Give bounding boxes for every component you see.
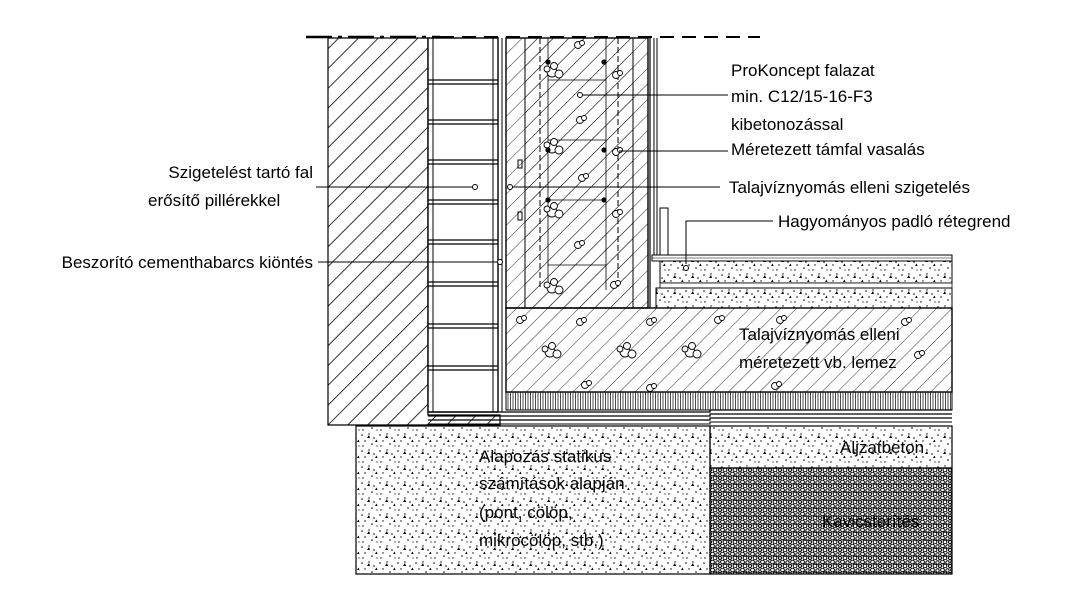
label-rebar: Méretezett támfal vasalás [731, 140, 925, 159]
support-brick-wall [427, 37, 499, 413]
label-wall-line-2: min. C12/15-16-F3 [731, 87, 873, 106]
floor-layer-build-up [651, 254, 953, 309]
label-support-wall-line-1: Szigetelést tartó fal [168, 163, 313, 182]
label-gravel-fill: Kavicsterítés [822, 512, 919, 531]
label-foundation-line-3: (pont, cölöp, [479, 503, 573, 522]
label-foundation-line-1: Alapozás statikus [479, 447, 611, 466]
label-wall-line-3: kibetonozással [731, 115, 843, 134]
label-slab-line-2: méretezett vb. lemez [739, 353, 897, 372]
label-foundation-line-2: számítások alapján [479, 474, 625, 493]
label-support-wall-line-2: erősítő pillérekkel [148, 191, 280, 210]
gravel-layer [709, 467, 953, 575]
waterproofing-membrane [649, 38, 669, 308]
label-foundation-line-4: mikrocölöp, stb.) [479, 531, 604, 550]
label-subbase-concrete: Aljzatbeton [840, 438, 924, 457]
under-slab-membrane [428, 391, 953, 425]
reinforced-concrete-slab [505, 307, 953, 393]
label-mortar-fill: Beszorító cementhabarcs kiöntés [62, 253, 313, 272]
label-floor-layers: Hagyományos padló rétegrend [778, 212, 1010, 231]
subbase-concrete-layer [709, 425, 953, 469]
label-wall-line-1: ProKoncept falazat [731, 61, 875, 80]
foundation-block [355, 425, 711, 575]
label-slab-line-1: Talajvíznyomás elleni [739, 325, 900, 344]
prokoncept-wall [505, 37, 649, 309]
leader-lines [316, 92, 773, 271]
label-waterproofing: Talajvíznyomás elleni szigetelés [729, 178, 970, 197]
